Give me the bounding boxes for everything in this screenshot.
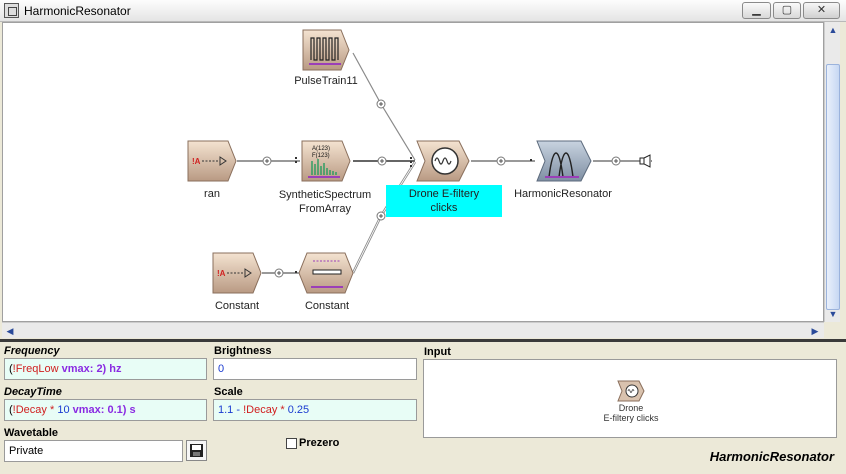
brightness-label: Brightness [214, 345, 272, 357]
prezero-label: Prezero [299, 437, 340, 449]
wavetable-label: Wavetable [4, 427, 59, 439]
speaker-icon[interactable] [639, 154, 653, 168]
maximize-button[interactable]: ▢ [773, 2, 801, 19]
svg-text:!A: !A [192, 157, 201, 166]
floppy-disk-icon [190, 444, 203, 457]
scale-field[interactable]: 1.1 - !Decay * 0.25 [213, 399, 417, 421]
frequency-variable: !FreqLow [12, 363, 59, 375]
frequency-paren: ( [9, 363, 13, 375]
drone-label-line2: clicks [430, 202, 458, 214]
variable-icon: !A [212, 252, 262, 294]
constant-a-label: Constant [214, 300, 260, 312]
signal-flow-canvas[interactable]: PulseTrain11 !A ran A(123) F(123) Synthe… [2, 22, 824, 322]
input-label: Input [424, 346, 451, 358]
synthetic-spectrum-label: SyntheticSpectrum FromArray [265, 188, 385, 216]
drone-mini-label-line2: E-filtery clicks [603, 413, 659, 423]
waveform-icon [416, 140, 470, 182]
decay-unit: s [126, 404, 136, 416]
decay-vmax: vmax: 0.1) [69, 404, 127, 416]
scroll-left-icon[interactable]: ◀ [6, 326, 14, 336]
drone-label: Drone E-filtery clicks [386, 185, 502, 217]
scale-variable: !Decay [243, 404, 278, 416]
frequency-label: Frequency [4, 345, 60, 357]
scroll-right-icon[interactable]: ▶ [811, 326, 819, 336]
pulse-train-label: PulseTrain11 [294, 75, 358, 87]
save-wavetable-button[interactable] [186, 440, 207, 461]
frequency-vmax: vmax: 2) [58, 363, 107, 375]
minimize-button[interactable]: ▁ [742, 2, 771, 19]
wavetable-field[interactable]: Private [4, 440, 183, 462]
synthetic-spectrum-node[interactable]: A(123) F(123) [300, 139, 352, 183]
constant-b-label: Constant [304, 300, 350, 312]
scale-label: Scale [214, 386, 243, 398]
harmonic-resonator-node[interactable] [535, 139, 593, 183]
scale-factor: 0.25 [287, 404, 310, 416]
decay-time-field[interactable]: (!Decay * 10 vmax: 0.1) s [4, 399, 207, 421]
synthetic-spectrum-label-line1: SyntheticSpectrum [278, 189, 372, 201]
ran-label: ran [204, 188, 220, 200]
svg-text:A(123): A(123) [312, 146, 330, 152]
scale-times: * [277, 404, 288, 416]
svg-text:F(123): F(123) [312, 153, 330, 159]
panel-title: HarmonicResonator [709, 449, 834, 464]
drone-label-line1: Drone E-filtery [408, 188, 480, 200]
svg-text:!A: !A [217, 269, 226, 278]
brightness-field[interactable]: 0 [213, 358, 417, 380]
spectrum-icon: A(123) F(123) [301, 140, 351, 182]
scroll-up-icon[interactable]: ▲ [828, 25, 838, 35]
frequency-field[interactable]: (!FreqLow vmax: 2) hz [4, 358, 207, 380]
drone-node[interactable] [415, 139, 471, 183]
scroll-corner [824, 322, 840, 338]
pulse-train-icon [302, 29, 350, 71]
app-icon [4, 3, 19, 18]
decay-multiplier: 10 [57, 404, 70, 416]
horizontal-scrollbar[interactable]: ◀ ▶ [2, 322, 824, 338]
synthetic-spectrum-label-line2: FromArray [299, 203, 351, 215]
decay-time-label: DecayTime [4, 386, 62, 398]
title-bar: HarmonicResonator ▁ ▢ ✕ [0, 0, 846, 22]
decay-paren: ( [9, 404, 13, 416]
speaker-icon-glyph [639, 154, 653, 168]
constant-icon [298, 252, 354, 294]
scroll-down-icon[interactable]: ▼ [828, 309, 838, 319]
drone-mini-label-line1: Drone [618, 403, 644, 413]
window-title: HarmonicResonator [24, 4, 131, 18]
pulse-train-node[interactable] [301, 28, 351, 72]
drone-mini-label: Drone E-filtery clicks [574, 403, 688, 423]
panel-divider[interactable] [0, 339, 846, 342]
vertical-scrollbar[interactable]: ▲ ▼ [824, 22, 840, 322]
decay-times: * [46, 404, 58, 416]
frequency-unit: hz [106, 363, 122, 375]
waveform-icon [617, 380, 645, 402]
drone-mini-node[interactable] [617, 380, 645, 402]
inspector-panel: Frequency (!FreqLow vmax: 2) hz Brightne… [0, 342, 846, 474]
harmonic-resonator-label: HarmonicResonator [514, 188, 612, 200]
input-drop-area[interactable]: Drone E-filtery clicks [423, 359, 837, 438]
constant-b-node[interactable] [298, 251, 355, 295]
resonator-icon [536, 140, 592, 182]
decay-variable: !Decay [12, 404, 47, 416]
close-button[interactable]: ✕ [803, 2, 840, 19]
ran-node[interactable]: !A [186, 139, 238, 183]
connection-wires [237, 52, 643, 278]
vertical-scroll-thumb[interactable] [826, 64, 840, 310]
variable-icon: !A [187, 140, 237, 182]
scale-base: 1.1 - [218, 404, 244, 416]
constant-a-node[interactable]: !A [211, 251, 263, 295]
prezero-checkbox[interactable] [286, 438, 297, 449]
